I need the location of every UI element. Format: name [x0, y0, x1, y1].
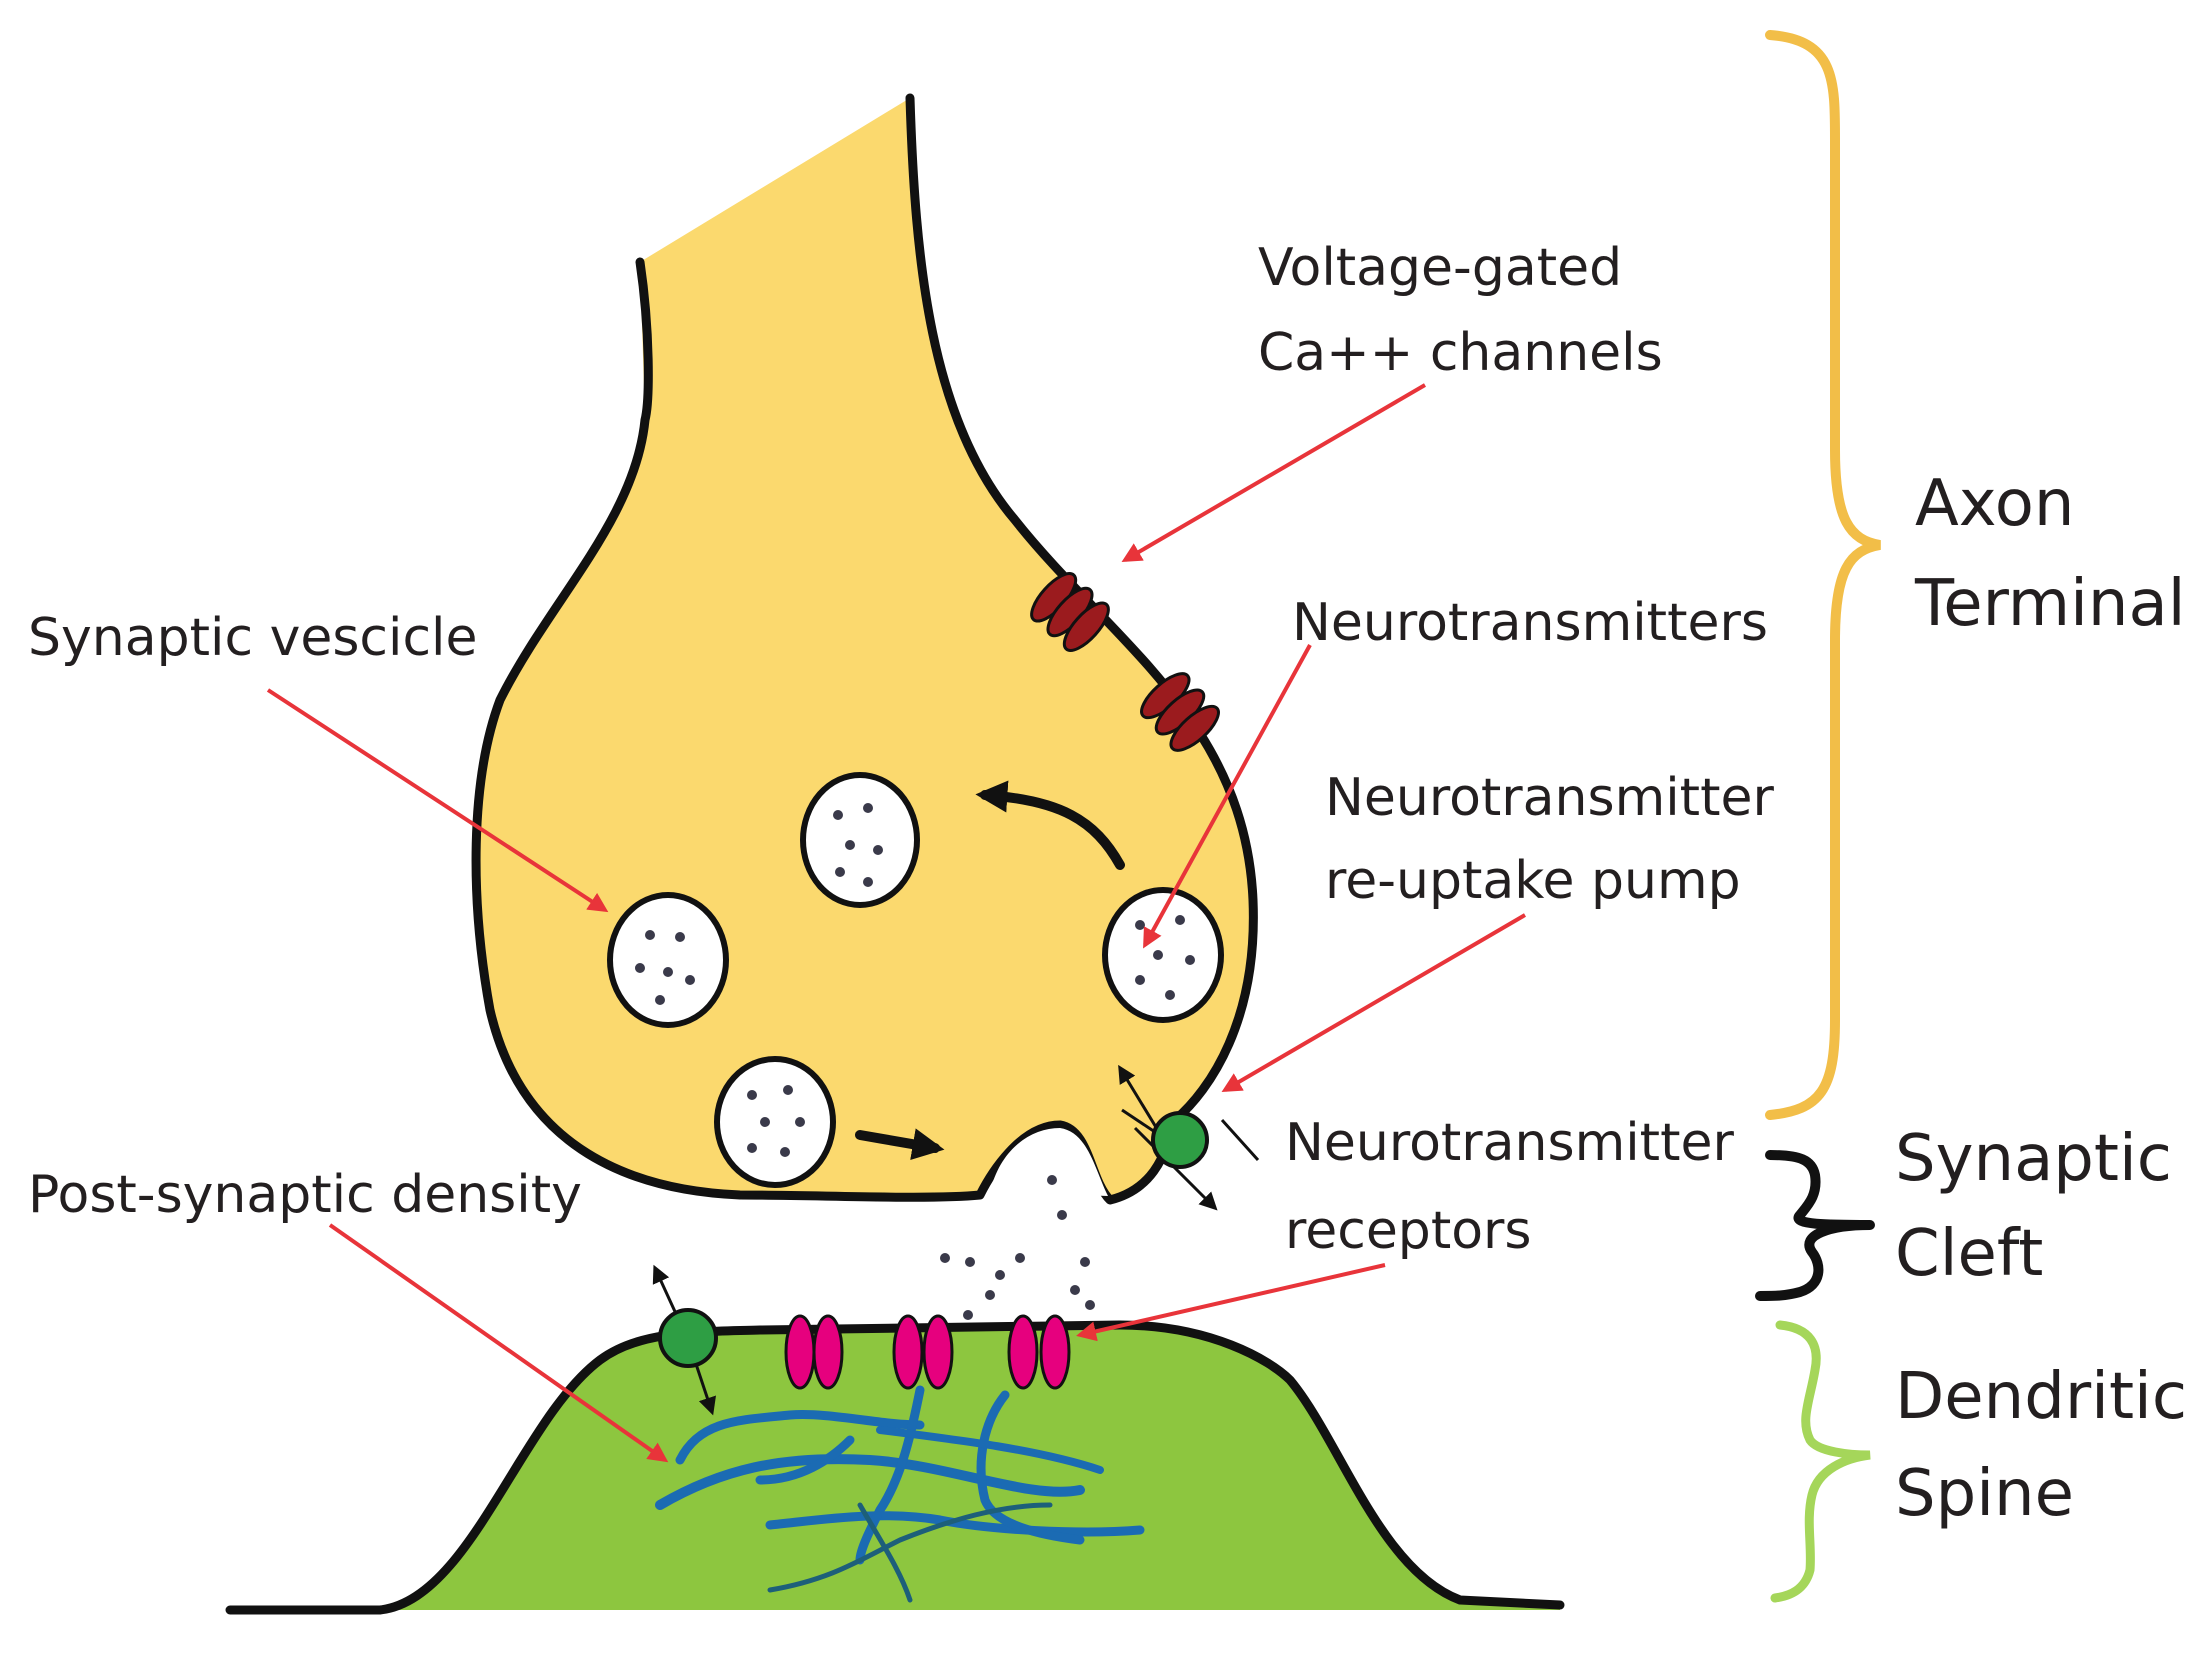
label-reuptake-2: re-uptake pump	[1325, 851, 1741, 911]
pointer-receptors	[1076, 1263, 1386, 1342]
label-axon-1: Axon	[1915, 467, 2074, 541]
vesicle-upper	[800, 772, 920, 908]
recycle-arrow	[975, 780, 1125, 870]
dendritic-spine-body	[380, 1325, 1560, 1610]
label-synaptic-vesicle: Synaptic vescicle	[28, 608, 478, 668]
pointer-psd	[328, 1223, 669, 1463]
axon-terminal-membrane	[471, 93, 1258, 1205]
label-voltage-gated-1: Voltage-gated	[1258, 238, 1622, 298]
reuptake-pump-presynaptic	[1118, 1064, 1260, 1211]
label-synaptic-cleft-2: Cleft	[1895, 1217, 2043, 1291]
label-voltage-gated-2: Ca++ channels	[1258, 323, 1663, 383]
label-synaptic-cleft-1: Synaptic	[1895, 1122, 2172, 1196]
label-receptors-1: Neurotransmitter	[1285, 1113, 1734, 1173]
pointer-synaptic-vesicle	[266, 688, 609, 913]
label-post-synaptic-density: Post-synaptic density	[28, 1165, 582, 1225]
receptor-1	[784, 1314, 844, 1390]
ca-channel-lower	[1140, 672, 1220, 752]
pointer-reuptake-pump	[1221, 913, 1527, 1093]
label-axon-2: Terminal	[1914, 567, 2185, 641]
docking-arrow	[855, 1128, 945, 1160]
label-dendritic-spine-1: Dendritic	[1895, 1360, 2187, 1434]
label-receptors-2: receptors	[1285, 1201, 1532, 1261]
axon-terminal-brace	[1765, 30, 1881, 1120]
synaptic-cleft-brace	[1755, 1150, 1875, 1301]
vesicle-bottom	[714, 1056, 836, 1188]
vesicle-left	[607, 892, 729, 1028]
post-synaptic-density-fibers	[655, 1385, 1145, 1603]
label-reuptake-1: Neurotransmitter	[1325, 768, 1774, 828]
ca-channel-upper	[1030, 572, 1110, 652]
label-dendritic-spine-2: Spine	[1895, 1457, 2074, 1531]
exocytosis-opening	[990, 1128, 1108, 1196]
pointer-neurotransmitters	[1143, 644, 1312, 949]
dendritic-spine-membrane	[225, 1320, 1565, 1615]
receptor-2	[892, 1314, 954, 1390]
reuptake-pump-postsynaptic	[652, 1264, 718, 1416]
receptor-3	[1007, 1314, 1071, 1390]
dendritic-spine-brace	[1770, 1320, 1871, 1603]
vesicle-right	[1102, 887, 1224, 1023]
label-neurotransmitters: Neurotransmitters	[1292, 593, 1768, 653]
pointer-ca-channels	[1121, 383, 1427, 563]
